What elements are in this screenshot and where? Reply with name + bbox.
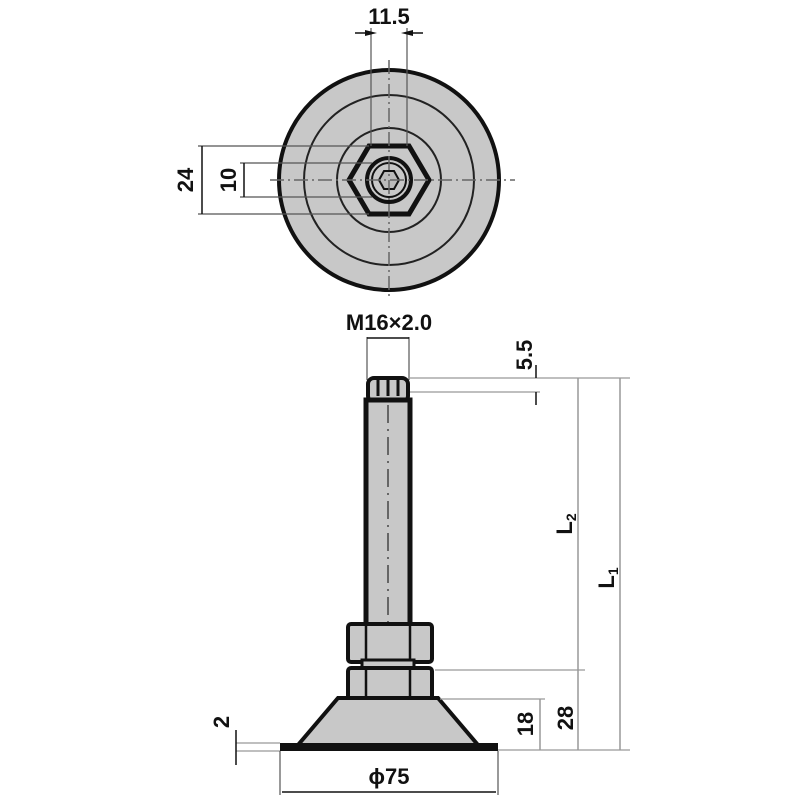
dim-top-chamfer: 5.5: [512, 340, 537, 371]
dim-plate-thickness: 2: [209, 716, 234, 728]
base-nut: [346, 666, 434, 702]
dim-l2: L2: [552, 513, 579, 534]
dim-outer-height: 24: [173, 167, 198, 192]
dim-pad-height: 18: [513, 712, 538, 736]
dim-base-height: 28: [553, 706, 578, 730]
dim-thread: M16×2.0: [346, 310, 432, 335]
dim-diameter: ϕ75: [369, 764, 410, 789]
dim-l1: L1: [594, 567, 621, 588]
base-pad: [293, 696, 483, 747]
lock-nut: [346, 622, 434, 664]
base-plate: [280, 743, 498, 751]
dim-inner-height: 10: [216, 168, 241, 192]
dim-hex-width: 11.5: [368, 4, 410, 29]
top-view: 11.5 24 10: [173, 4, 515, 300]
side-view: M16×2.0 5.5 L2: [209, 310, 630, 795]
